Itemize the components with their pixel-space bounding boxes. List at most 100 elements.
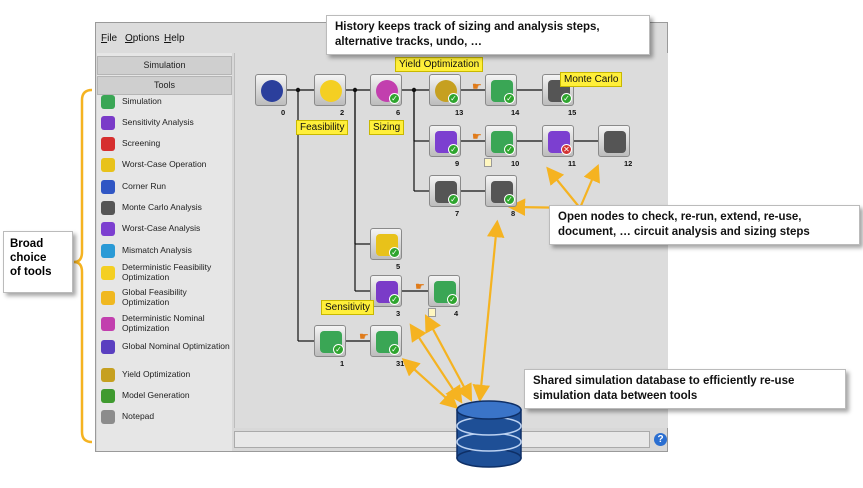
global-smiley-icon (101, 290, 115, 305)
open-nodes-callout-line-1: Open nodes to check, re-run, extend, re-… (558, 211, 802, 223)
check-badge-icon: ✓ (389, 247, 400, 258)
tool-item[interactable]: Screening (101, 137, 231, 151)
callout-arrow (401, 358, 459, 409)
tool-item-label: Model Generation (122, 390, 190, 401)
tool-item-label: Deterministic Nominal Optimization (122, 313, 205, 333)
tool-item-label: Worst-Case Analysis (122, 223, 201, 234)
node-number: 3 (396, 309, 401, 318)
history-node[interactable] (314, 74, 346, 106)
label-sizing: Sizing (369, 120, 405, 135)
check-badge-icon: ✓ (389, 344, 400, 355)
tool-item[interactable]: Global Feasibility Optimization (101, 287, 231, 307)
database-callout: Shared simulation database to efficientl… (524, 369, 846, 409)
history-node[interactable]: ✓ (370, 325, 402, 357)
label-sensitivity: Sensitivity (321, 300, 375, 315)
history-node[interactable]: ✓ (314, 325, 346, 357)
menu-help[interactable]: Help (164, 33, 185, 44)
callout-arrow (546, 166, 581, 209)
history-node[interactable]: ✓ (485, 175, 517, 207)
simulation-panel-header[interactable]: Simulation (97, 56, 232, 75)
node-number: 7 (455, 209, 460, 218)
check-badge-icon: ✓ (504, 93, 515, 104)
node-number: 14 (511, 108, 520, 117)
tools-bracket (73, 88, 93, 444)
tools-callout-line-3: of tools (10, 266, 52, 278)
tool-item[interactable]: Mismatch Analysis (101, 244, 231, 258)
menu-options[interactable]: Options (125, 33, 160, 44)
node-number: 0 (281, 108, 286, 117)
database-icon (456, 400, 522, 468)
node-number: 4 (454, 309, 459, 318)
status-bar (234, 431, 650, 448)
model-generation-icon (101, 389, 115, 403)
tool-item[interactable]: Deterministic Feasibility Optimization (101, 262, 231, 282)
tool-item[interactable]: Yield Optimization (101, 368, 231, 382)
node-number: 1 (340, 359, 345, 368)
tools-panel-header[interactable]: Tools (97, 76, 232, 95)
database-callout-line-1: Shared simulation database to efficientl… (533, 375, 795, 387)
tool-item-label: Worst-Case Operation (122, 159, 207, 170)
history-node[interactable] (255, 74, 287, 106)
open-nodes-callout: Open nodes to check, re-run, extend, re-… (549, 205, 860, 245)
history-callout: History keeps track of sizing and analys… (326, 15, 650, 55)
history-node[interactable]: ✓ (370, 228, 402, 260)
dice-icon (101, 201, 115, 215)
help-button[interactable]: ? (654, 433, 667, 446)
tool-item[interactable]: Deterministic Nominal Optimization (101, 313, 231, 333)
worst-case-operation-icon (101, 158, 115, 172)
tool-item[interactable]: Monte Carlo Analysis (101, 201, 231, 215)
tool-item-label: Corner Run (122, 181, 166, 192)
check-badge-icon: ✓ (333, 344, 344, 355)
callout-arrow (472, 219, 505, 403)
pointer-hand-icon: ☛ (359, 331, 369, 343)
node-number: 9 (455, 159, 460, 168)
check-badge-icon: ✓ (504, 144, 515, 155)
check-badge-icon: ✓ (447, 294, 458, 305)
history-node[interactable]: ✓ (429, 125, 461, 157)
label-feasibility: Feasibility (296, 120, 349, 135)
pointer-hand-icon: ☛ (415, 281, 425, 293)
dice-icon (604, 131, 626, 153)
database-callout-line-2: simulation data between tools (533, 390, 698, 402)
tools-callout-line-2: choice (10, 252, 47, 264)
history-node[interactable] (598, 125, 630, 157)
tool-item-label: Global Nominal Optimization (122, 341, 230, 352)
node-number: 5 (396, 262, 401, 271)
tool-item-label: Yield Optimization (122, 369, 191, 380)
notepad-icon (101, 410, 115, 424)
corner-run-icon (101, 180, 115, 194)
node-number: 11 (568, 159, 576, 168)
tool-item[interactable]: Simulation (101, 95, 231, 109)
history-node[interactable]: ✓ (370, 74, 402, 106)
history-node[interactable]: ✓ (428, 275, 460, 307)
history-node[interactable]: ✕ (542, 125, 574, 157)
tool-item[interactable]: Worst-Case Analysis (101, 222, 231, 236)
history-node[interactable]: ✓ (370, 275, 402, 307)
tool-item-label: Sensitivity Analysis (122, 117, 194, 128)
check-badge-icon: ✓ (504, 194, 515, 205)
menu-file[interactable]: File (101, 33, 118, 44)
history-node[interactable]: ✓ (485, 74, 517, 106)
tool-item-label: Simulation (122, 96, 162, 107)
tool-item[interactable]: Notepad (101, 410, 231, 424)
smiley-icon (320, 80, 342, 102)
tool-item[interactable]: Corner Run (101, 180, 231, 194)
check-badge-icon: ✓ (561, 93, 572, 104)
history-node[interactable]: ✓ (429, 175, 461, 207)
tool-item-label: Monte Carlo Analysis (122, 202, 202, 213)
tool-item[interactable]: Sensitivity Analysis (101, 116, 231, 130)
tool-item[interactable]: Model Generation (101, 389, 231, 403)
tool-item[interactable]: Global Nominal Optimization (101, 340, 231, 354)
history-node[interactable]: ✓ (429, 74, 461, 106)
nominal-target-icon (101, 316, 115, 331)
note-doc-icon (484, 158, 492, 167)
node-number: 15 (568, 108, 577, 117)
node-number: 12 (624, 159, 633, 168)
tool-item-label: Mismatch Analysis (122, 245, 192, 256)
tool-item-label: Screening (122, 138, 161, 149)
history-node[interactable]: ✓ (485, 125, 517, 157)
tool-item[interactable]: Worst-Case Operation (101, 158, 231, 172)
check-badge-icon: ✓ (389, 93, 400, 104)
